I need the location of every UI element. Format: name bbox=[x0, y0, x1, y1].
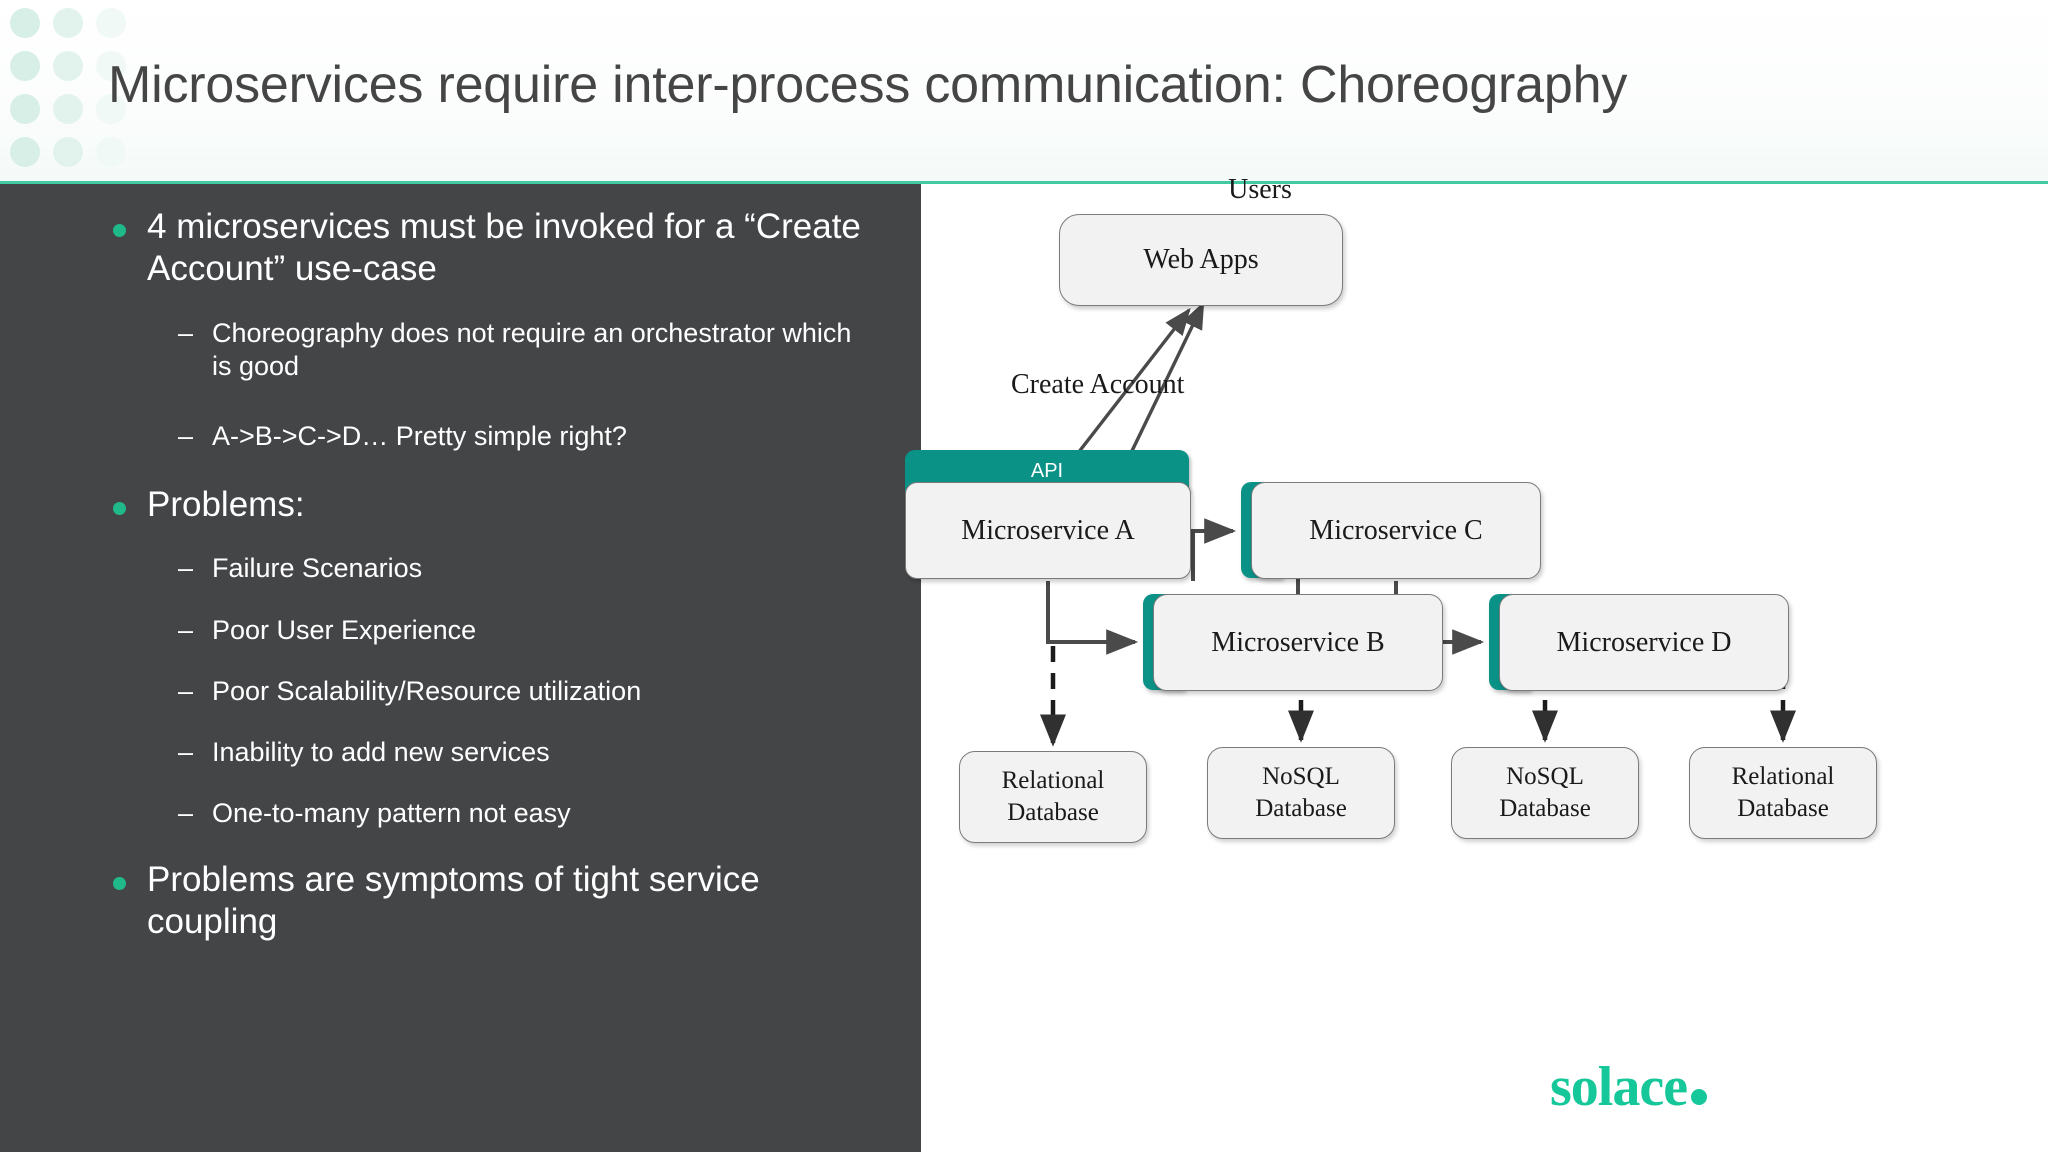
node-microservice-a[interactable]: Microservice A bbox=[905, 482, 1191, 579]
bullet-level-2: –A->B->C->D… Pretty simple right? bbox=[0, 420, 852, 453]
bullet-text: Problems: bbox=[147, 485, 305, 524]
dot bbox=[96, 51, 126, 81]
database-line-2: Database bbox=[1499, 795, 1591, 822]
bullet-text: Failure Scenarios bbox=[212, 553, 423, 583]
diagram-connectors bbox=[1039, 301, 1797, 747]
bullet-dash-marker: – bbox=[178, 318, 194, 348]
database-line-2: Database bbox=[1737, 795, 1829, 822]
solace-logo: solace bbox=[1550, 1055, 1708, 1119]
bullet-level-2: –Inability to add new services bbox=[0, 736, 852, 769]
create-account-label: Create Account bbox=[1011, 369, 1185, 400]
database-line-1: Relational bbox=[1001, 767, 1105, 794]
node-database-4[interactable]: Relational Database bbox=[1689, 747, 1877, 839]
api-badge-label: API bbox=[1030, 459, 1064, 482]
bullet-dash-marker: – bbox=[178, 421, 194, 451]
bullet-level-2: –One-to-many pattern not easy bbox=[0, 797, 852, 830]
decorative-dot-grid bbox=[10, 8, 139, 180]
dot bbox=[96, 94, 126, 124]
bullet-panel: 4 microservices must be invoked for a “C… bbox=[0, 184, 921, 1152]
node-microservice-b[interactable]: Microservice B bbox=[1153, 594, 1443, 691]
node-web-apps[interactable]: Web Apps bbox=[1059, 214, 1343, 306]
dot bbox=[10, 51, 40, 81]
bullet-level-1: Problems are symptoms of tight service c… bbox=[0, 859, 867, 943]
bullet-text: Choreography does not require an orchest… bbox=[212, 318, 852, 382]
bullet-text: 4 microservices must be invoked for a “C… bbox=[147, 207, 861, 288]
solace-logo-text: solace bbox=[1550, 1056, 1688, 1118]
bullet-dash-marker: – bbox=[178, 615, 194, 645]
database-line-2: Database bbox=[1007, 799, 1099, 826]
dot bbox=[53, 51, 83, 81]
database-line-2: Database bbox=[1255, 795, 1347, 822]
users-label: Users bbox=[1228, 174, 1292, 205]
page-title: Microservices require inter-process comm… bbox=[108, 56, 1628, 114]
bullet-marker-icon bbox=[113, 224, 126, 237]
dot bbox=[53, 137, 83, 167]
bullet-dash-marker: – bbox=[178, 676, 194, 706]
node-microservice-d[interactable]: Microservice D bbox=[1499, 594, 1789, 691]
dot bbox=[53, 94, 83, 124]
bullet-level-2: –Poor Scalability/Resource utilization bbox=[0, 675, 852, 708]
node-database-1[interactable]: Relational Database bbox=[959, 751, 1147, 843]
bullet-level-2: –Choreography does not require an orches… bbox=[0, 317, 852, 384]
bullet-text: Poor User Experience bbox=[212, 615, 477, 645]
dot bbox=[53, 8, 83, 38]
bullet-text: One-to-many pattern not easy bbox=[212, 798, 571, 828]
database-line-1: NoSQL bbox=[1506, 763, 1584, 790]
node-database-3[interactable]: NoSQL Database bbox=[1451, 747, 1639, 839]
database-line-1: Relational bbox=[1731, 763, 1835, 790]
solace-logo-dot-icon bbox=[1691, 1089, 1708, 1105]
node-microservice-c[interactable]: Microservice C bbox=[1251, 482, 1541, 579]
bullet-level-2: –Failure Scenarios bbox=[0, 552, 852, 585]
diagram-panel: Users Create Account Web Apps API Micros… bbox=[905, 174, 2048, 1152]
bullet-text: Problems are symptoms of tight service c… bbox=[147, 860, 760, 941]
header-accent-rule bbox=[0, 181, 2048, 184]
dot bbox=[10, 8, 40, 38]
choreography-diagram: Users Create Account Web Apps API Micros… bbox=[905, 174, 2048, 1152]
slide-header: Microservices require inter-process comm… bbox=[0, 0, 2048, 184]
bullet-dash-marker: – bbox=[178, 798, 194, 828]
bullet-dash-marker: – bbox=[178, 553, 194, 583]
bullet-level-2: –Poor User Experience bbox=[0, 614, 852, 647]
bullet-level-1: Problems: bbox=[0, 484, 867, 526]
dot bbox=[96, 137, 126, 167]
bullet-text: A->B->C->D… Pretty simple right? bbox=[212, 421, 627, 451]
dot bbox=[96, 8, 126, 38]
bullet-text: Inability to add new services bbox=[212, 737, 550, 767]
bullet-marker-icon bbox=[113, 877, 126, 890]
bullet-text: Poor Scalability/Resource utilization bbox=[212, 676, 642, 706]
bullet-dash-marker: – bbox=[178, 737, 194, 767]
bullet-level-1: 4 microservices must be invoked for a “C… bbox=[0, 206, 867, 290]
dot bbox=[10, 94, 40, 124]
database-line-1: NoSQL bbox=[1262, 763, 1340, 790]
node-database-2[interactable]: NoSQL Database bbox=[1207, 747, 1395, 839]
dot bbox=[10, 137, 40, 167]
bullet-marker-icon bbox=[113, 502, 126, 515]
